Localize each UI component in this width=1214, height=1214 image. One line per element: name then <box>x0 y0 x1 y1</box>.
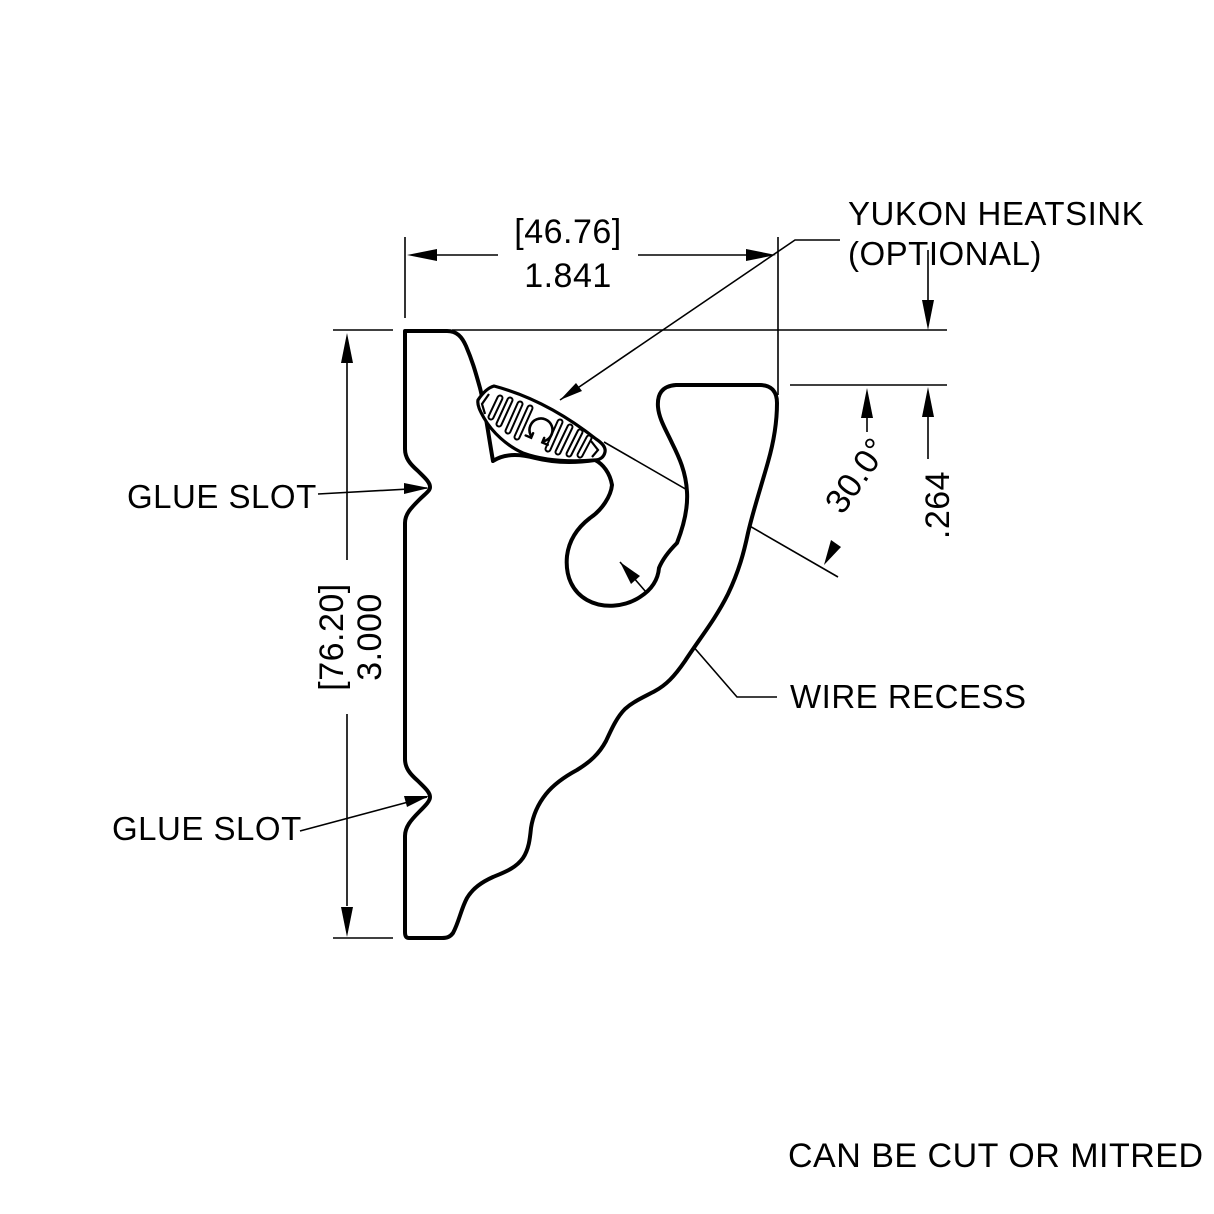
height-dim-inches: 3.000 <box>351 593 389 681</box>
heatsink-omega-icon <box>524 417 554 447</box>
heatsink-leader-line <box>559 239 840 401</box>
angle-dim-value: 30.0° <box>818 431 896 520</box>
width-dim-arrow-left <box>407 249 437 261</box>
height-dim-arrow-bottom <box>341 907 353 937</box>
glue-slot-bottom-callout: GLUE SLOT <box>112 810 302 847</box>
annotations: [46.76] 1.841 [76.20] 3.000 30.0° .264 Y… <box>112 195 1204 1175</box>
glue-slot-top-callout: GLUE SLOT <box>127 478 317 515</box>
recess-dim-arrow-up <box>922 387 934 417</box>
angle-dim-arrow-slanted <box>824 540 841 565</box>
molding-profile-outline <box>403 329 779 940</box>
heatsink-leader-arrow <box>560 383 582 400</box>
glue-slot-top-leader-arrow <box>404 483 429 494</box>
width-dim-metric: [46.76] <box>514 213 621 251</box>
extension-lines <box>333 237 947 939</box>
width-dim-inches: 1.841 <box>524 257 612 295</box>
width-dim-arrow-right <box>746 249 776 261</box>
dimension-lines <box>341 249 934 937</box>
height-dim-metric: [76.20] <box>313 583 351 690</box>
heatsink-part <box>476 384 607 463</box>
height-dim-arrow-top <box>341 333 353 363</box>
cut-note: CAN BE CUT OR MITRED <box>788 1137 1204 1175</box>
recess-dim-arrow-down <box>922 300 934 330</box>
heatsink-end-chamfers <box>480 393 600 458</box>
recess-depth-value: .264 <box>919 471 957 539</box>
heatsink-callout-line1: YUKON HEATSINK <box>848 195 1144 232</box>
angle-dim-arrow-up <box>861 388 873 418</box>
heatsink-fins <box>487 394 593 459</box>
heatsink-callout-line2: (OPTIONAL) <box>848 235 1042 272</box>
glue-slot-bottom-leader-arrow <box>404 796 429 807</box>
wire-recess-callout: WIRE RECESS <box>790 678 1027 715</box>
wire-recess-leader-arrow <box>620 562 640 584</box>
